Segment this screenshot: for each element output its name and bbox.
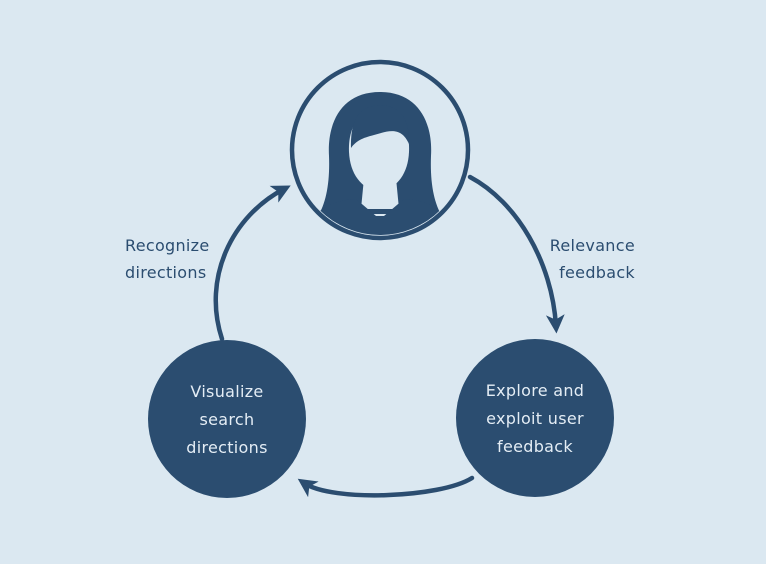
node-label-line: Explore and [485,381,585,400]
edge-label-relevance-feedback: Relevance feedback [540,232,635,286]
edge-label-recognize-directions: Recognize directions [125,232,210,286]
node-label-line: Visualize [190,382,264,401]
user-circle-outline [289,59,471,241]
edge-label-line: directions [125,263,207,282]
node-label-line: feedback [497,437,573,456]
avatar-neck [361,178,399,209]
node-label-line: directions [186,438,268,457]
arrow-user-to-explore [467,174,565,334]
edge-label-line: Recognize [125,236,210,255]
arrow-explore-to-visualize [297,475,475,498]
edge-label-line: feedback [559,263,635,282]
node-label-line: exploit user [486,409,584,428]
node-visualize-circle [148,340,306,498]
arrow-visualize-to-user [213,185,291,342]
node-explore-circle [456,339,614,497]
avatar-bang [350,105,410,148]
node-label-visualize-search-directions: Visualize search directions [152,378,302,462]
edge-label-line: Relevance [549,236,635,255]
node-label-explore-exploit-feedback: Explore and exploit user feedback [460,377,610,461]
node-label-line: search [199,410,255,429]
